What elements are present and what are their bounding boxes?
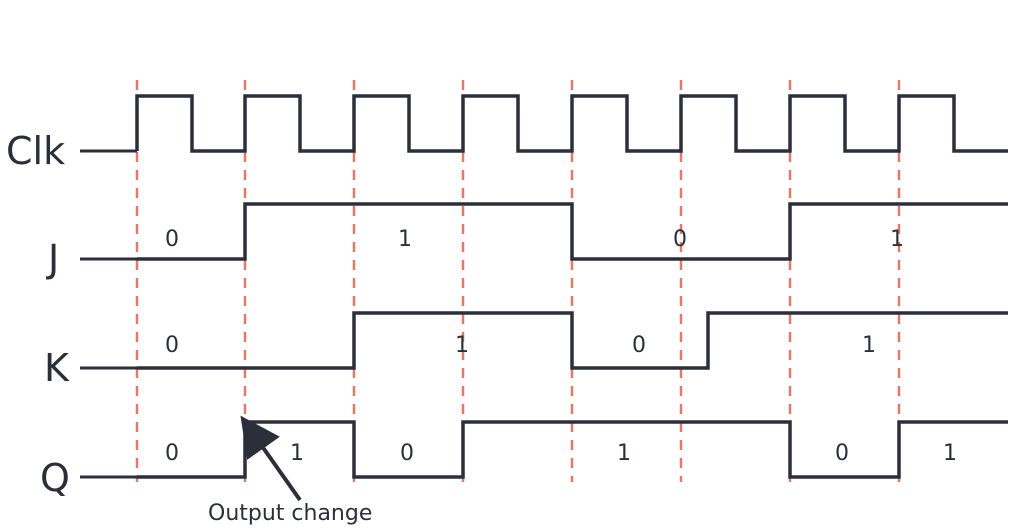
j-value-1: 1 bbox=[398, 227, 412, 252]
signal-row-j: J 0 1 0 1 bbox=[46, 202, 1008, 281]
q-value-4: 0 bbox=[835, 441, 849, 466]
annotation-arrow bbox=[240, 415, 302, 502]
j-value-2: 0 bbox=[673, 227, 687, 252]
signal-row-k: K 0 1 0 1 bbox=[44, 311, 1008, 390]
j-value-0: 0 bbox=[165, 227, 179, 252]
signal-label-clk: Clk bbox=[6, 129, 65, 173]
annotation-label: Output change bbox=[208, 501, 372, 526]
output-change-annotation: Output change bbox=[208, 415, 372, 526]
q-value-5: 1 bbox=[943, 441, 957, 466]
j-value-3: 1 bbox=[890, 227, 904, 252]
q-value-1: 1 bbox=[290, 441, 304, 466]
clock-edge-markers bbox=[135, 80, 901, 482]
q-value-3: 1 bbox=[617, 441, 631, 466]
signal-label-q: Q bbox=[40, 456, 70, 500]
q-value-0: 0 bbox=[165, 441, 179, 466]
k-waveform bbox=[137, 311, 1008, 370]
signal-row-clk: Clk bbox=[6, 94, 1008, 173]
signal-label-j: J bbox=[46, 237, 59, 281]
signal-row-q: Q 0 1 0 1 0 1 bbox=[40, 420, 1008, 500]
k-value-1: 1 bbox=[455, 333, 469, 358]
k-value-3: 1 bbox=[862, 333, 876, 358]
k-value-0: 0 bbox=[165, 333, 179, 358]
k-value-2: 0 bbox=[632, 333, 646, 358]
j-waveform bbox=[137, 202, 1008, 261]
q-value-2: 0 bbox=[400, 441, 414, 466]
signal-label-k: K bbox=[44, 346, 70, 390]
clk-waveform bbox=[135, 94, 1008, 153]
